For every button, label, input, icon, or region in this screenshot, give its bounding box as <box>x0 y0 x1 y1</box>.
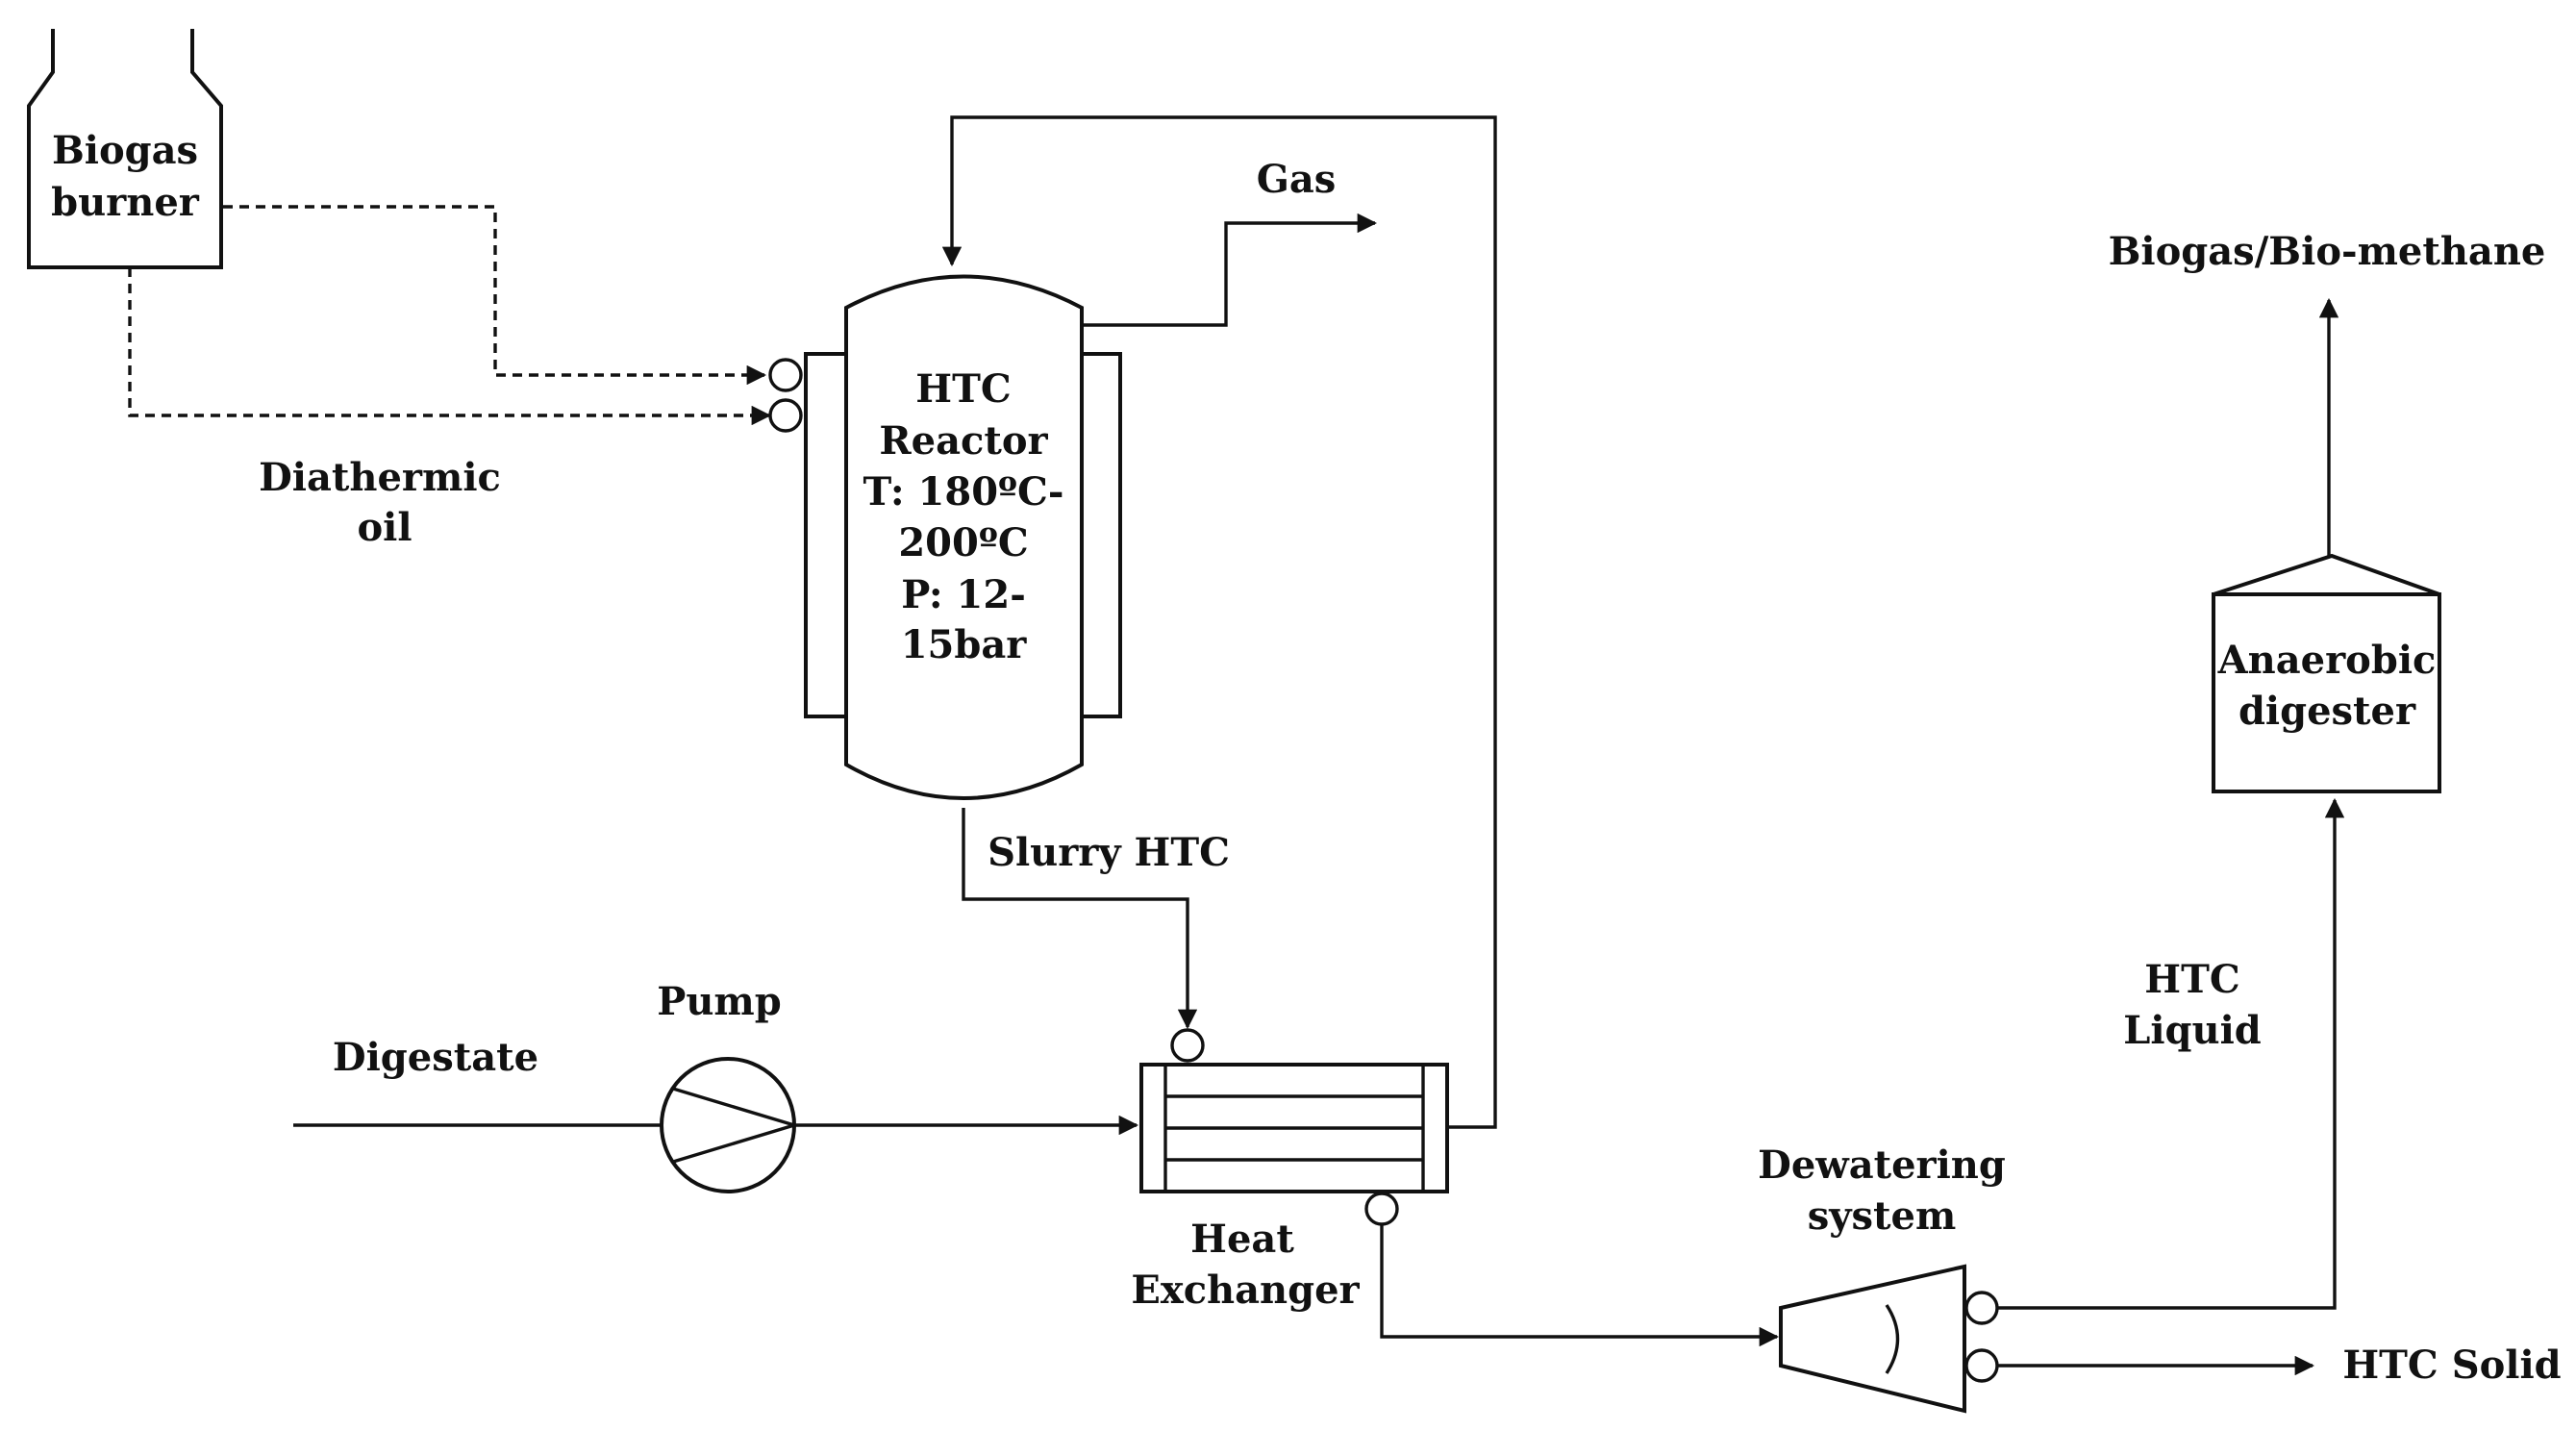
htc-liquid-label-line2: Liquid <box>2123 1008 2262 1053</box>
slurry-htc-line <box>962 808 1198 1030</box>
heat-exchanger-label-line2: Exchanger <box>1131 1268 1360 1313</box>
diathermic-oil-label-line1: Diathermic <box>259 455 501 500</box>
reactor-oil-port-top <box>768 358 803 392</box>
exchanger-to-dewatering-line <box>1380 1224 1780 1347</box>
exchanger-inlet-port <box>1170 1028 1205 1063</box>
gas-outlet-line <box>1084 213 1378 327</box>
pump <box>660 1057 800 1193</box>
htc-liquid-label-line1: HTC <box>2144 957 2239 1002</box>
dewatering-label-line2: system <box>1808 1193 1957 1239</box>
htc-solid-label: HTC Solid <box>2342 1343 2561 1388</box>
biogas-biomethane-label: Biogas/Bio-methane <box>2109 229 2546 274</box>
htc-liquid-line <box>1997 797 2345 1310</box>
htc-reactor-label-line2: Reactor <box>879 418 1048 464</box>
dewatering-liquid-port <box>1964 1291 1999 1325</box>
heat-exchanger <box>1139 1028 1449 1226</box>
dewatering-label-line1: Dewatering <box>1758 1142 2006 1188</box>
gas-label: Gas <box>1257 157 1337 202</box>
reactor-oil-port-bottom <box>768 398 803 433</box>
exchanger-outlet-port <box>1364 1192 1399 1226</box>
pump-label: Pump <box>657 979 781 1024</box>
htc-reactor-label-line4: 200ºC <box>898 520 1028 565</box>
htc-reactor-label-line3: T: 180ºC- <box>863 469 1064 515</box>
anaerobic-digester-label-line1: Anaerobic <box>2217 638 2437 683</box>
biogas-burner: Biogas burner <box>27 29 223 269</box>
anaerobic-digester: Anaerobic digester <box>2212 553 2441 793</box>
recycle-line <box>941 115 1497 1129</box>
htc-reactor: HTC Reactor T: 180ºC- 200ºC P: 12- 15bar <box>768 274 1122 800</box>
diathermic-oil-lines <box>128 205 772 426</box>
heat-exchanger-label-line1: Heat <box>1190 1217 1294 1262</box>
diathermic-oil-label-line2: oil <box>357 505 412 550</box>
biogas-burner-label-line2: burner <box>51 180 200 225</box>
biogas-burner-label-line1: Biogas <box>52 128 198 173</box>
slurry-htc-label: Slurry HTC <box>988 830 1230 875</box>
dewatering-solid-port <box>1964 1348 1999 1383</box>
htc-reactor-label-line5: P: 12- <box>901 572 1026 617</box>
dewatering-system <box>1779 1264 1999 1414</box>
digestate-label: Digestate <box>333 1035 538 1080</box>
anaerobic-digester-label-line2: digester <box>2238 689 2416 734</box>
htc-reactor-label-line6: 15bar <box>901 622 1028 667</box>
htc-reactor-label-line1: HTC <box>915 366 1011 412</box>
